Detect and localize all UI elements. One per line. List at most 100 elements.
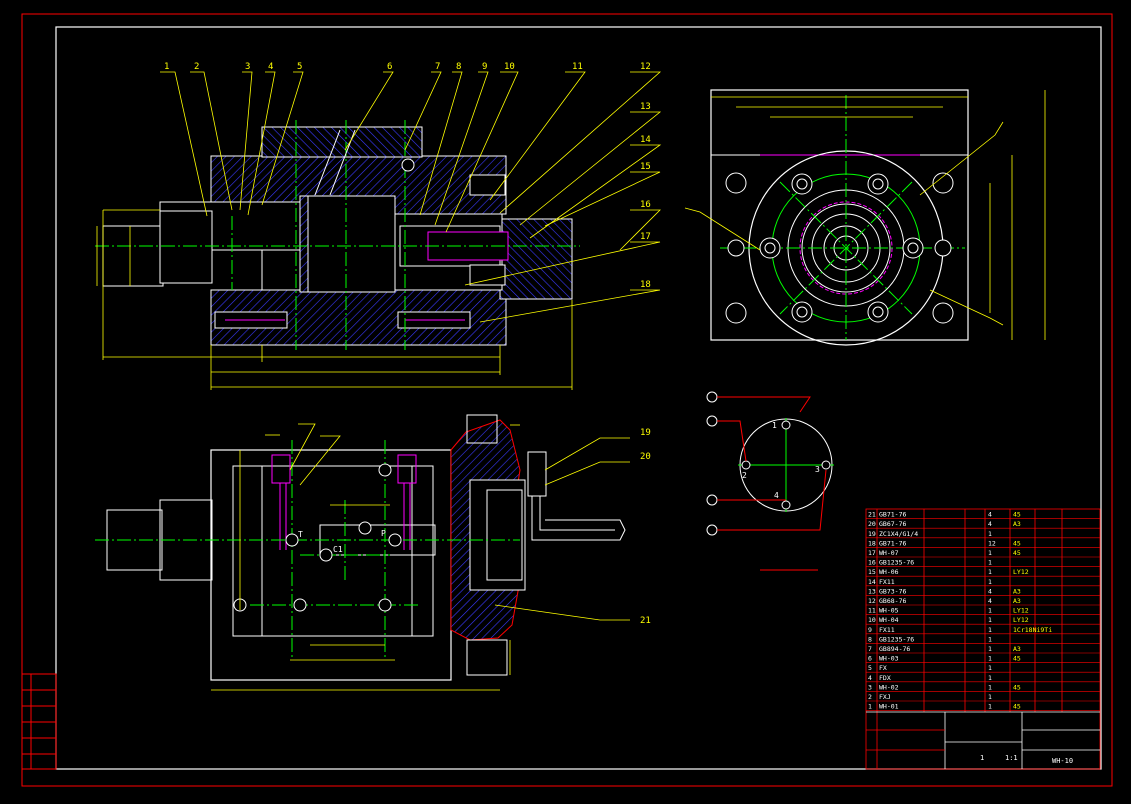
item-numbers-bottom: 19 20 21 <box>640 428 651 626</box>
bom-code: GB73-76 <box>879 587 906 595</box>
bom-no: 1 <box>868 703 872 711</box>
bom-code: FX <box>879 664 887 672</box>
section-leaders <box>160 71 662 323</box>
port-schematic-labels: 1 2 3 4 <box>742 421 820 500</box>
item-label: 2 <box>194 62 199 72</box>
bom-no: 17 <box>868 549 876 557</box>
bom-qty: 1 <box>988 568 992 576</box>
item-label: 13 <box>640 102 651 112</box>
item-label: 18 <box>640 280 651 290</box>
port-label-t: T <box>298 530 303 539</box>
bom-no: 11 <box>868 607 876 615</box>
bom-code: GB1235-76 <box>879 559 914 567</box>
bom-code: WH-07 <box>879 549 899 557</box>
bom-qty: 1 <box>988 635 992 643</box>
bom-code: WH-06 <box>879 568 899 576</box>
bom-material: 45 <box>1013 549 1021 557</box>
bom-material: A3 <box>1013 587 1021 595</box>
bom-no: 3 <box>868 683 872 691</box>
bom-code: GB67-76 <box>879 520 906 528</box>
item-label: 3 <box>245 62 250 72</box>
port-number: 2 <box>742 471 747 480</box>
item-label: 16 <box>640 200 651 210</box>
bom-code: ZC1X4/G1/4 <box>879 530 918 538</box>
bom-material: 45 <box>1013 655 1021 663</box>
port-number: 3 <box>815 465 820 474</box>
bom-qty: 12 <box>988 539 996 547</box>
item-label: 17 <box>640 232 651 242</box>
bom-no: 20 <box>868 520 876 528</box>
item-label: 7 <box>435 62 440 72</box>
bom-code: GB894-76 <box>879 645 910 653</box>
bom-code: GB71-76 <box>879 511 906 519</box>
bom-material: 45 <box>1013 511 1021 519</box>
bom-code: GB68-76 <box>879 597 906 605</box>
bom-no: 9 <box>868 626 872 634</box>
plan-view-letters: T P C1 <box>298 529 386 554</box>
bom-code: WH-05 <box>879 607 899 615</box>
item-numbers-top: 1 2 3 4 5 6 7 8 9 10 11 12 13 14 15 16 1… <box>164 62 651 290</box>
bom-qty: 1 <box>988 530 992 538</box>
bom-material: LY12 <box>1013 568 1029 576</box>
bom-code: FXJ <box>879 693 891 701</box>
bom-material: 45 <box>1013 683 1021 691</box>
plan-view-dimensions <box>211 423 520 691</box>
bom-material: LY12 <box>1013 616 1029 624</box>
bom-material: A3 <box>1013 520 1021 528</box>
drawing-border <box>55 26 1102 770</box>
bom-no: 19 <box>868 530 876 538</box>
bom-no: 14 <box>868 578 876 586</box>
bom-code: FDX <box>879 674 891 682</box>
item-label: 21 <box>640 616 651 626</box>
bom-qty: 1 <box>988 559 992 567</box>
bom-qty: 1 <box>988 626 992 634</box>
bom-material: A3 <box>1013 645 1021 653</box>
bom-code: GB1235-76 <box>879 635 914 643</box>
item-label: 19 <box>640 428 651 438</box>
bom-no: 8 <box>868 635 872 643</box>
item-label: 4 <box>268 62 273 72</box>
bom-no: 15 <box>868 568 876 576</box>
plan-view-leaders <box>494 437 630 621</box>
bom-table-grid <box>865 508 1101 770</box>
bom-qty: 1 <box>988 549 992 557</box>
item-label: 8 <box>456 62 461 72</box>
bom-material: 45 <box>1013 703 1021 711</box>
bom-no: 7 <box>868 645 872 653</box>
bom-material: 1Cr18Ni9Ti <box>1013 626 1052 634</box>
bom-qty: 1 <box>988 703 992 711</box>
revision-strip <box>21 673 57 770</box>
bom-material: LY12 <box>1013 607 1029 615</box>
sheet-number: 1 <box>980 754 984 762</box>
item-label: 9 <box>482 62 487 72</box>
bom-qty: 1 <box>988 683 992 691</box>
item-label: 15 <box>640 162 651 172</box>
bom-qty: 1 <box>988 674 992 682</box>
bom-qty: 1 <box>988 655 992 663</box>
bom-no: 10 <box>868 616 876 624</box>
bom-material: A3 <box>1013 597 1021 605</box>
bom-qty: 4 <box>988 587 992 595</box>
end-view-dimensions <box>684 90 1046 340</box>
bom-code: WH-02 <box>879 683 899 691</box>
bom-qty: 4 <box>988 520 992 528</box>
bom-no: 4 <box>868 674 872 682</box>
bom-no: 16 <box>868 559 876 567</box>
bom-qty: 1 <box>988 578 992 586</box>
port-number: 4 <box>774 491 779 500</box>
bom-code: GB71-76 <box>879 539 906 547</box>
plan-view-holes <box>233 463 402 612</box>
end-view-holes <box>725 172 954 324</box>
bom-code: WH-01 <box>879 703 899 711</box>
bom-no: 6 <box>868 655 872 663</box>
bom-qty: 4 <box>988 511 992 519</box>
bom-qty: 1 <box>988 616 992 624</box>
item-label: 14 <box>640 135 651 145</box>
plan-view <box>95 414 626 681</box>
title-block-text: WH-10 1 1:1 <box>980 754 1073 765</box>
port-number: 1 <box>772 421 777 430</box>
bom-qty: 1 <box>988 645 992 653</box>
bom-qty: 4 <box>988 597 992 605</box>
